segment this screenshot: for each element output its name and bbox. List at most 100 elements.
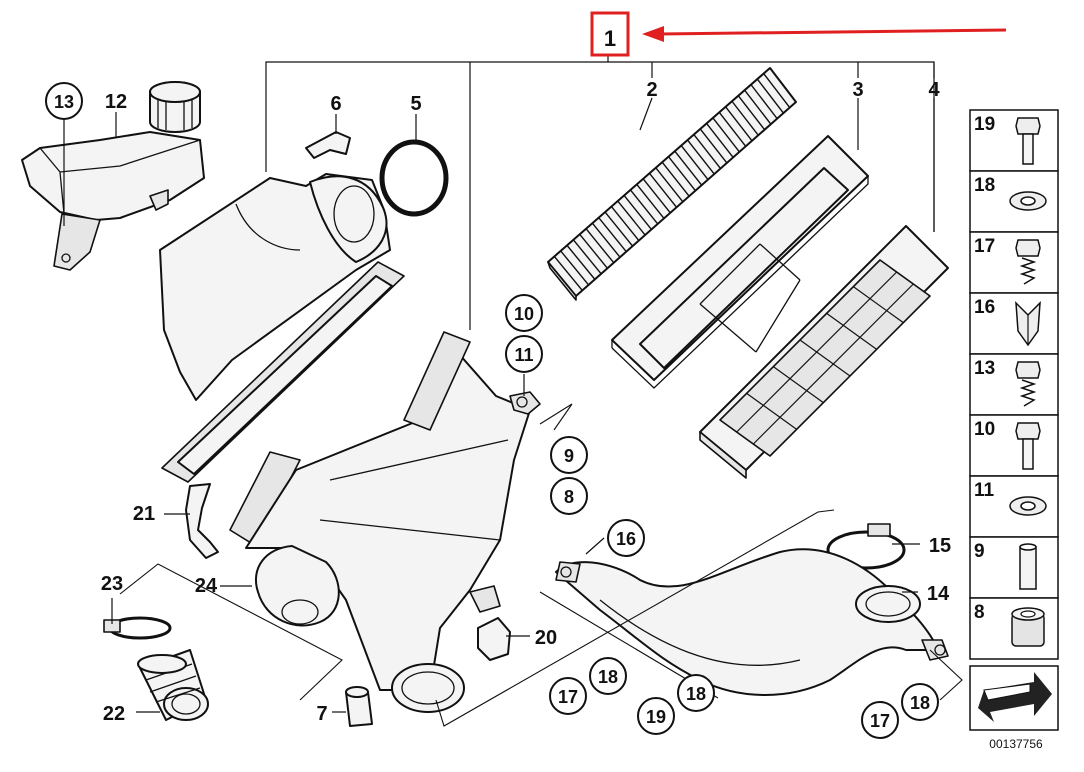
callout-20: 20 [535,627,557,649]
filter-pleat [674,150,703,186]
diagram-arrow-box [969,665,1059,731]
callout-labels: 2 3 4 5 6 12 7 14 15 20 21 22 23 24 [101,79,951,725]
hardware-label: 18 [974,175,995,196]
svg-text:16: 16 [616,529,636,549]
grid-rib [772,366,824,404]
hardware-cell: 10 [969,414,1059,477]
hex-bolt-icon [1015,117,1041,165]
svg-text:11: 11 [514,345,533,365]
filter-pleat [617,200,646,236]
sleeve-icon [1019,543,1037,590]
callout-22: 22 [103,703,125,725]
callout-3: 3 [852,79,863,101]
hardware-label: 16 [974,297,995,318]
sensor [469,585,511,661]
svg-text:17: 17 [558,687,578,707]
hardware-cell: 11 [969,475,1059,538]
expansion-tank [21,81,205,271]
filter-pleat [680,145,709,181]
filter-pleat [737,95,766,131]
hardware-label: 17 [974,236,995,257]
filter-pleat [553,256,583,291]
filter-pleat [566,244,596,280]
hardware-cell: 18 [969,170,1059,233]
filter-pleat [667,156,696,192]
hardware-label: 8 [974,602,985,623]
callout-23: 23 [101,573,123,595]
diagram-number: 00137756 [989,737,1043,751]
filter-pleat [699,128,728,164]
clip [305,131,351,159]
hardware-label: 13 [974,358,995,379]
filter-pleat [591,222,621,258]
filter-pleat [686,139,715,175]
hardware-label: 19 [974,114,995,135]
filter-pleat [693,134,722,169]
svg-text:18: 18 [686,684,706,704]
hardware-cell: 17 [969,231,1059,294]
rubber-sleeve [345,686,373,727]
svg-text:13: 13 [54,92,74,112]
svg-text:18: 18 [910,693,930,713]
filter-pleat [712,117,740,153]
filter-pleat [610,206,640,242]
seal-ring [379,139,449,217]
filter-pleat [756,78,784,114]
highlight-arrow-shaft [659,28,1007,36]
filter-pleat [648,172,678,208]
hardware-cell: 13 [969,353,1059,416]
leader-lines [63,97,935,713]
hardware-cell: 19 [969,109,1059,172]
callout-13: 13 [45,82,83,120]
filter-pleat [579,233,608,269]
callout-7: 7 [316,703,327,725]
threaded-stud-icon [1015,361,1041,407]
callout-17a: 17 [549,677,587,715]
callout-4: 4 [928,79,940,101]
filter-pleat [623,195,652,230]
grid-rib [826,312,878,350]
filter-pleat [661,161,690,197]
filter-pleat [636,183,665,219]
callout-18b: 18 [677,674,715,712]
filter-pleat [706,122,734,158]
hardware-cell: 16 [969,292,1059,355]
filter-frame [611,135,869,389]
callout-16: 16 [607,519,645,557]
washer-icon [1009,191,1047,211]
grid-rib [736,271,898,433]
threaded-stud-icon [1015,239,1041,285]
callout-19a: 19 [637,697,675,735]
filter-pleat [750,84,778,120]
filter-pleat [725,106,753,142]
callout-12: 12 [105,91,127,113]
filter-pleat [598,217,627,253]
circled-callouts: 13 10 11 9 8 16 17 18 19 18 17 18 [45,82,939,739]
filter-pleat [560,250,590,286]
grid-rib [852,286,904,324]
callout-10: 10 [505,294,543,332]
highlight-arrow-head [642,26,664,42]
lower-air-housing [229,331,541,713]
callout-6: 6 [330,93,341,115]
hex-bolt-icon [1015,422,1041,470]
filter-pleat [655,167,684,203]
callout-17b: 17 [861,701,899,739]
filter-grid-insert [699,225,949,479]
callout-5: 5 [410,93,421,115]
svg-text:17: 17 [870,711,890,731]
hardware-label: 10 [974,419,995,440]
filter-pleat [629,189,659,225]
clip-nut-icon [1015,301,1041,347]
filter-pleat [572,239,602,275]
filter-pleat [604,211,634,247]
callout-24: 24 [195,575,218,597]
highlight-marker: 1 [590,11,1007,57]
callout-8: 8 [550,477,588,515]
svg-text:10: 10 [514,304,534,324]
hardware-cell: 8 [969,597,1059,660]
svg-text:19: 19 [646,707,666,727]
filter-pleat [763,73,791,108]
grid-rib [746,392,798,430]
